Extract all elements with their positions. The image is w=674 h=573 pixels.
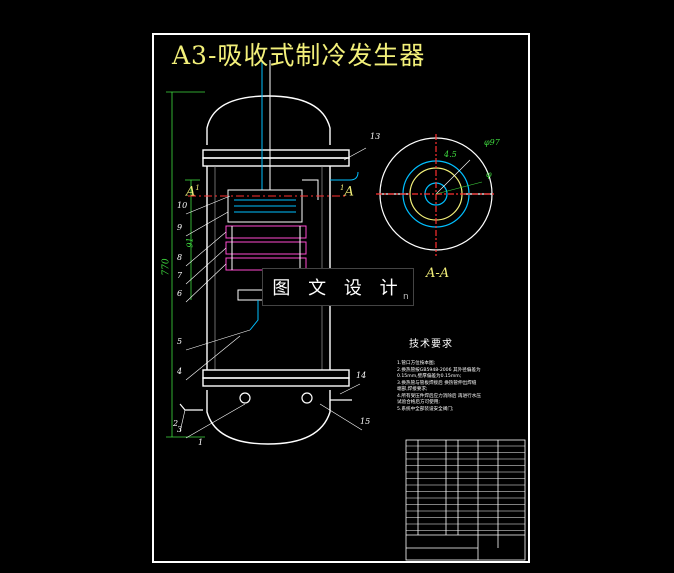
tech-line: 4.所有受压件焊后应力消除后 再进行水压 bbox=[397, 393, 481, 399]
callout-number: 14 bbox=[356, 371, 367, 380]
leader-lines bbox=[179, 147, 367, 439]
inner-dimension-label: 91 bbox=[185, 237, 195, 248]
callout-number: 13 bbox=[370, 132, 381, 141]
parts-table bbox=[405, 439, 526, 561]
callout-number: 9 bbox=[177, 223, 183, 232]
tech-line: 试验合格后方可使用; bbox=[397, 400, 440, 405]
height-dimension-label: 770 bbox=[161, 258, 172, 276]
section-mark-left: A1 bbox=[186, 184, 200, 200]
drawing-border bbox=[152, 33, 530, 563]
watermark: 图 文 设 计 bbox=[262, 268, 414, 306]
height-dimension bbox=[166, 91, 205, 438]
tech-line: 5.系统中全部装设安全阀门; bbox=[397, 406, 454, 412]
parts-table-rows bbox=[406, 445, 525, 531]
tech-line: 3.换热管与管板焊接后 换热管伸出焊缝 bbox=[397, 380, 477, 386]
bottom-nozzles bbox=[179, 392, 352, 411]
callout-number: 1 bbox=[198, 438, 204, 447]
callout-number: 5 bbox=[177, 337, 183, 346]
inner-diameter-label: φ bbox=[486, 170, 492, 179]
callout-number: 8 bbox=[177, 253, 183, 262]
callout-number: 4 bbox=[177, 367, 183, 376]
tech-line: 0.15mm,壁厚偏差为0.15mm; bbox=[397, 374, 462, 379]
callout-number: 15 bbox=[360, 417, 371, 426]
tech-requirements: 1.管口方位按本图; 2.换热管按GB5948-2006 其外径偏差为 0.15… bbox=[397, 361, 481, 413]
callout-number: 2 bbox=[173, 419, 179, 428]
title-block bbox=[406, 534, 525, 560]
tech-requirements-heading: 技术要求 bbox=[409, 339, 453, 350]
callout-number: 7 bbox=[177, 271, 183, 280]
callout-number: 3 bbox=[177, 425, 183, 434]
offset-label: 4.5 bbox=[444, 150, 457, 159]
callout-number: 10 bbox=[177, 201, 188, 210]
diameter-label: φ97 bbox=[484, 138, 500, 147]
callout-number: 6 bbox=[177, 289, 183, 298]
tech-line: 2.换热管按GB5948-2006 其外径偏差为 bbox=[397, 367, 481, 373]
tech-line: 1.管口方位按本图; bbox=[397, 361, 436, 366]
section-view bbox=[376, 134, 496, 256]
section-mark-right: 1A bbox=[340, 184, 354, 200]
section-view-label: A-A bbox=[426, 266, 450, 281]
tech-line: 端部,焊接要求; bbox=[397, 387, 428, 392]
drawing-title: A3-吸收式制冷发生器 bbox=[172, 41, 426, 70]
watermark-sub: n bbox=[403, 292, 409, 302]
